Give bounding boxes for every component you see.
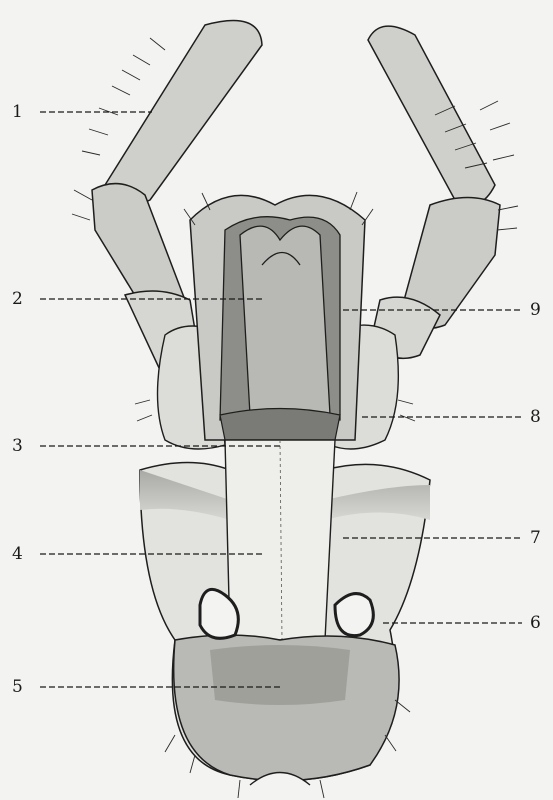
label-3: 3 — [12, 436, 23, 456]
label-1: 1 — [12, 102, 23, 122]
label-2: 2 — [12, 289, 23, 309]
label-6: 6 — [530, 613, 541, 633]
label-8: 8 — [530, 407, 541, 427]
label-4: 4 — [12, 544, 23, 564]
label-9: 9 — [530, 300, 541, 320]
label-5: 5 — [12, 677, 23, 697]
right-palp — [368, 26, 500, 358]
lower-body — [140, 440, 430, 785]
label-7: 7 — [530, 528, 541, 548]
upper-structure — [190, 195, 365, 440]
